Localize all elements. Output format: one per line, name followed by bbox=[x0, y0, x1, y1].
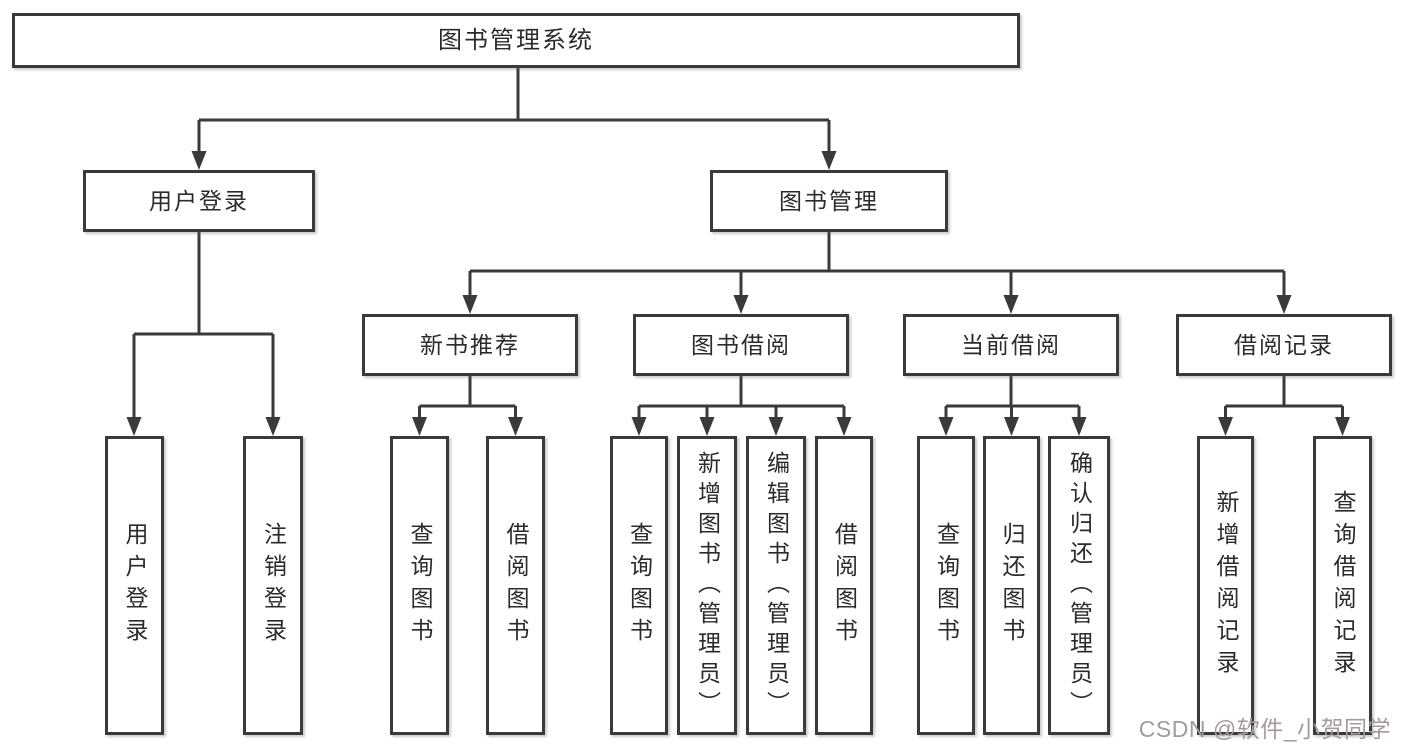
new-books-connector bbox=[418, 376, 517, 419]
leaf-query-books-current: 查询图书 bbox=[917, 436, 975, 735]
root-connector bbox=[197, 68, 831, 153]
leaf-user-login: 用户登录 bbox=[105, 436, 164, 735]
node-new-book-recommend: 新书推荐 bbox=[362, 314, 578, 376]
leaf-logout: 注销登录 bbox=[243, 436, 303, 735]
current-borrow-connector bbox=[944, 376, 1081, 419]
node-user-login: 用户登录 bbox=[83, 170, 315, 232]
node-borrow-records: 借阅记录 bbox=[1176, 314, 1392, 376]
user-login-connector bbox=[132, 232, 275, 419]
leaf-query-borrow-record: 查询借阅记录 bbox=[1313, 436, 1372, 735]
leaf-query-books-borrow: 查询图书 bbox=[610, 436, 668, 735]
leaf-add-borrow-record: 新增借阅记录 bbox=[1197, 436, 1254, 735]
book-management-connector bbox=[468, 232, 1286, 297]
leaf-return-book: 归还图书 bbox=[983, 436, 1040, 735]
leaf-query-books-recommend: 查询图书 bbox=[390, 436, 449, 735]
arrowheads bbox=[126, 151, 1350, 436]
leaf-add-book-admin: 新增图书（管理员） bbox=[677, 436, 737, 735]
book-borrow-connector bbox=[637, 376, 846, 419]
node-book-borrow: 图书借阅 bbox=[633, 314, 849, 376]
node-current-borrow: 当前借阅 bbox=[903, 314, 1119, 376]
leaf-borrow-books-recommend: 借阅图书 bbox=[486, 436, 545, 735]
leaf-confirm-return-admin: 确认归还（管理员） bbox=[1048, 436, 1110, 735]
node-library-system: 图书管理系统 bbox=[12, 13, 1020, 68]
node-book-management: 图书管理 bbox=[710, 170, 948, 232]
leaf-borrow-books: 借阅图书 bbox=[815, 436, 873, 735]
leaf-edit-book-admin: 编辑图书（管理员） bbox=[746, 436, 806, 735]
borrow-records-connector bbox=[1224, 376, 1344, 419]
watermark: CSDN @软件_小贺同学 bbox=[1138, 716, 1391, 742]
